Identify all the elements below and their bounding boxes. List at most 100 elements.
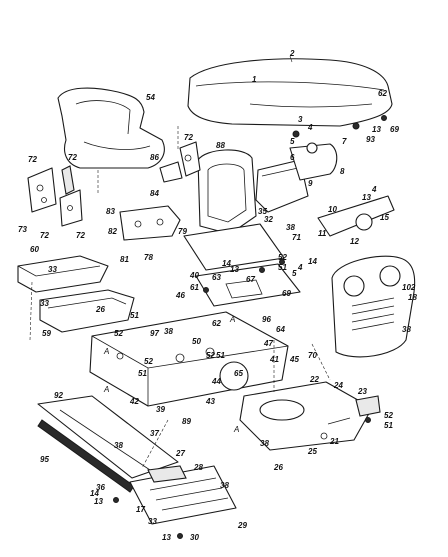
callout-labels: 1 2 3 4 4 4 5 5 6 7 8 9 10 11 12 13 13 1… <box>18 49 417 542</box>
mounting-plate <box>119 205 181 241</box>
callout-1: 1 <box>252 75 257 84</box>
callout-51b: 51 <box>278 263 287 272</box>
callout-38c: 38 <box>164 327 173 336</box>
callout-33c: 33 <box>148 517 157 526</box>
callout-13d: 13 <box>94 497 103 506</box>
callout-14a: 14 <box>222 259 231 268</box>
callout-89: 89 <box>182 417 191 426</box>
callout-45: 45 <box>289 355 299 364</box>
callout-43: 43 <box>205 397 215 406</box>
callout-5b: 5 <box>292 269 297 278</box>
callout-96: 96 <box>262 315 271 324</box>
callout-83: 83 <box>106 207 115 216</box>
callout-69a: 69 <box>390 125 399 134</box>
callout-46: 46 <box>175 291 185 300</box>
callout-15: 15 <box>380 213 389 222</box>
callout-44: 44 <box>211 377 221 386</box>
callout-24: 24 <box>333 381 343 390</box>
ref-letter-a3: A <box>103 385 109 394</box>
callout-40: 40 <box>189 271 199 280</box>
callout-22: 22 <box>309 375 319 384</box>
hardware-bolts <box>113 115 387 539</box>
callout-51a: 51 <box>130 311 139 320</box>
callout-67: 67 <box>246 275 255 284</box>
callout-93: 93 <box>366 135 375 144</box>
seat <box>57 87 165 169</box>
callout-70: 70 <box>308 351 317 360</box>
callout-78: 78 <box>144 253 153 262</box>
callout-27: 27 <box>175 449 185 458</box>
callout-79: 79 <box>178 227 187 236</box>
callout-5: 5 <box>290 137 295 146</box>
callout-13c: 13 <box>230 265 239 274</box>
callout-14c: 14 <box>90 489 99 498</box>
rear-bracket <box>355 395 381 417</box>
side-rail <box>317 195 395 237</box>
ref-letter-a4: A <box>233 425 239 434</box>
callout-14b: 14 <box>308 257 317 266</box>
callout-92: 92 <box>54 391 63 400</box>
callout-62a: 62 <box>378 89 387 98</box>
callout-32: 32 <box>264 215 273 224</box>
callout-95: 95 <box>40 455 49 464</box>
callout-26b: 26 <box>273 463 283 472</box>
callout-52c: 52 <box>144 357 153 366</box>
callout-69b: 69 <box>282 289 291 298</box>
callout-33a: 33 <box>48 265 57 274</box>
front-grille <box>331 255 416 358</box>
console-floor <box>183 223 285 271</box>
callout-17: 17 <box>136 505 145 514</box>
callout-6: 6 <box>290 153 295 162</box>
callout-86: 86 <box>150 153 159 162</box>
running-board <box>37 395 179 493</box>
callout-72d: 72 <box>40 231 49 240</box>
callout-13e: 13 <box>162 533 171 542</box>
callout-52d: 52 <box>206 351 215 360</box>
callout-72a: 72 <box>184 133 193 142</box>
callout-11: 11 <box>318 229 327 238</box>
callout-38e: 38 <box>260 439 269 448</box>
main-frame <box>89 311 289 407</box>
callout-39: 39 <box>156 405 165 414</box>
reference-letters: A A A A <box>103 315 239 434</box>
callout-64: 64 <box>276 325 285 334</box>
callout-52e: 52 <box>384 411 393 420</box>
callout-38a: 38 <box>286 223 295 232</box>
lower-tray <box>39 289 135 333</box>
callout-23: 23 <box>357 387 367 396</box>
callout-18: 18 <box>408 293 417 302</box>
ref-letter-a1: A <box>103 347 109 356</box>
callout-30: 30 <box>190 533 199 542</box>
callout-28: 28 <box>193 463 203 472</box>
callout-4: 4 <box>307 123 313 132</box>
callout-21: 21 <box>329 437 339 446</box>
callout-88: 88 <box>216 141 225 150</box>
callout-7: 7 <box>342 137 347 146</box>
callout-38d: 38 <box>114 441 123 450</box>
callout-10: 10 <box>328 205 337 214</box>
callout-62b: 62 <box>212 319 221 328</box>
center-pan <box>195 263 301 307</box>
callout-51e: 51 <box>384 421 393 430</box>
ref-letter-a2: A <box>229 315 235 324</box>
callout-72c: 72 <box>68 153 77 162</box>
callout-38f: 38 <box>220 481 229 490</box>
callout-71: 71 <box>292 233 301 242</box>
callout-52b: 52 <box>278 253 287 262</box>
callout-12: 12 <box>350 237 359 246</box>
callout-42: 42 <box>129 397 139 406</box>
pivot-support <box>179 141 201 177</box>
callout-9: 9 <box>308 179 313 188</box>
fuel-tank <box>255 159 309 213</box>
callout-54: 54 <box>146 93 155 102</box>
callout-72e: 72 <box>76 231 85 240</box>
callout-26a: 26 <box>95 305 105 314</box>
callout-38b: 38 <box>402 325 411 334</box>
callout-3: 3 <box>298 115 303 124</box>
callout-37: 37 <box>150 429 159 438</box>
callout-50: 50 <box>192 337 201 346</box>
callout-60: 60 <box>30 245 39 254</box>
step-plate <box>129 465 237 525</box>
callout-72b: 72 <box>28 155 37 164</box>
